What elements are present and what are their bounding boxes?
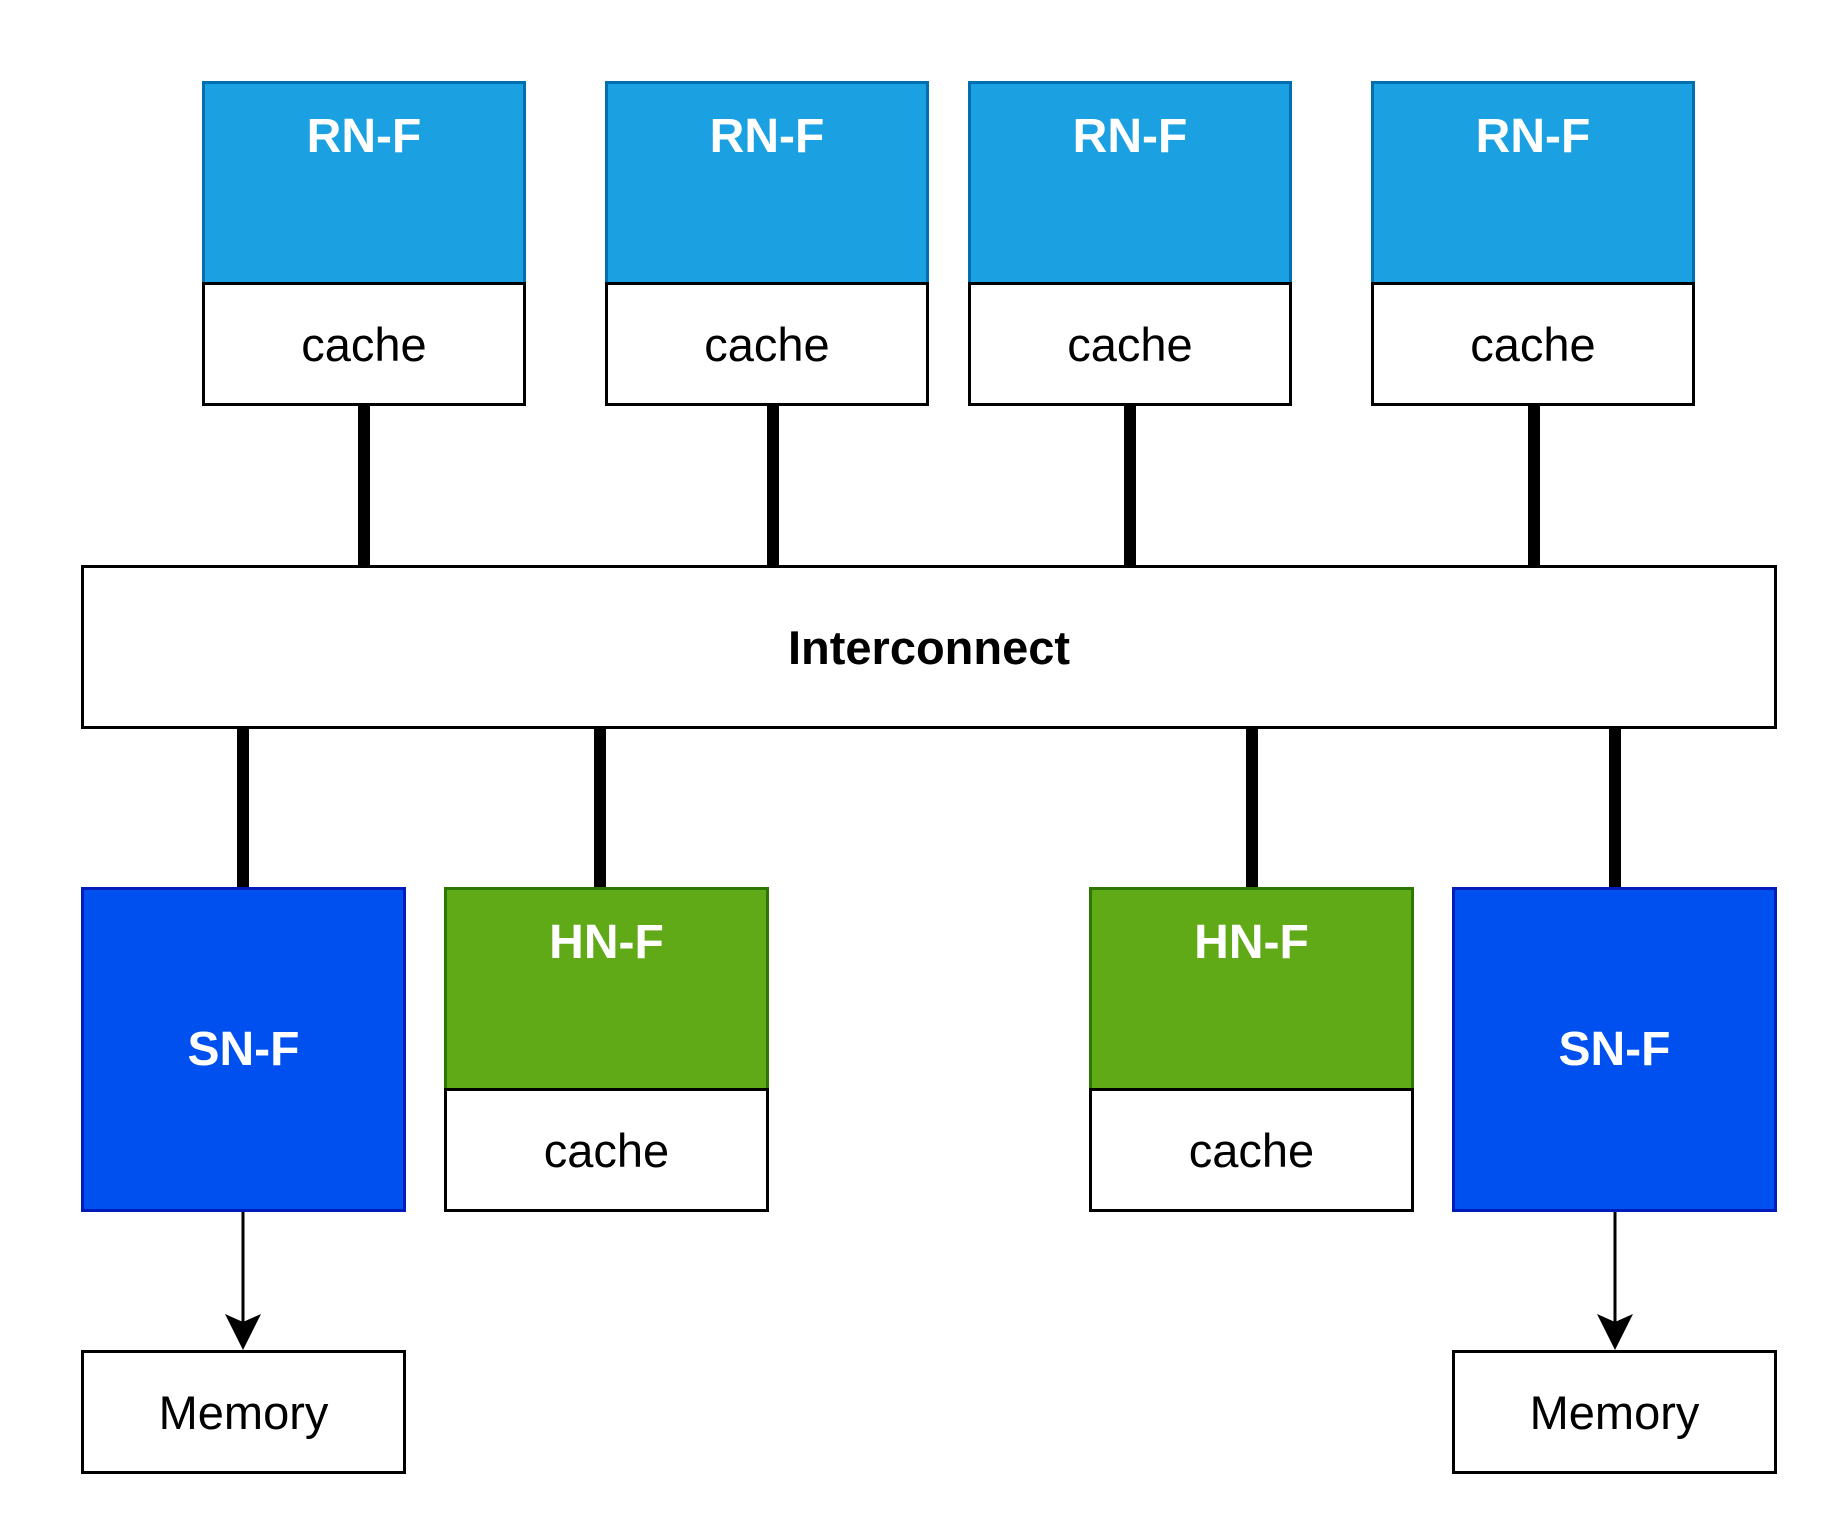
- memory-label: Memory: [158, 1385, 329, 1439]
- rn-f-cache-3[interactable]: cache: [968, 282, 1292, 406]
- sn-f-label: SN-F: [1558, 1023, 1671, 1076]
- memory-box-1[interactable]: Memory: [81, 1350, 406, 1474]
- hn-f-label: HN-F: [1194, 916, 1309, 969]
- hn-1-link: [594, 726, 606, 889]
- rn-f-cache-2[interactable]: cache: [605, 282, 929, 406]
- rn-f-node-2[interactable]: RN-F: [605, 81, 929, 285]
- rn-f-node-1[interactable]: RN-F: [202, 81, 526, 285]
- sn-f-node-2[interactable]: SN-F: [1452, 887, 1777, 1212]
- hn-f-cache-1[interactable]: cache: [444, 1088, 769, 1212]
- rn-f-node-3[interactable]: RN-F: [968, 81, 1292, 285]
- interconnect-bar[interactable]: Interconnect: [81, 565, 1777, 729]
- hn-f-node-2[interactable]: HN-F: [1089, 887, 1414, 1091]
- rn-f-cache-1[interactable]: cache: [202, 282, 526, 406]
- rn-f-cache-4[interactable]: cache: [1371, 282, 1695, 406]
- rn-3-link: [1124, 405, 1136, 567]
- cache-label: cache: [1470, 317, 1596, 371]
- interconnect-label: Interconnect: [787, 620, 1071, 674]
- memory-box-2[interactable]: Memory: [1452, 1350, 1777, 1474]
- sn-2-memory-arrowhead: [1597, 1314, 1633, 1350]
- cache-label: cache: [301, 317, 427, 371]
- rn-f-label: RN-F: [709, 110, 825, 163]
- sn-1-memory-arrowhead: [225, 1314, 261, 1350]
- cache-label: cache: [1067, 317, 1193, 371]
- cache-label: cache: [1188, 1123, 1315, 1177]
- sn-f-node-1[interactable]: SN-F: [81, 887, 406, 1212]
- hn-f-node-1[interactable]: HN-F: [444, 887, 769, 1091]
- rn-f-label: RN-F: [1475, 110, 1591, 163]
- rn-2-link: [767, 405, 779, 567]
- rn-f-label: RN-F: [1072, 110, 1188, 163]
- hn-f-label: HN-F: [549, 916, 664, 969]
- sn-f-label: SN-F: [187, 1023, 300, 1076]
- hn-2-link: [1246, 726, 1258, 889]
- rn-1-link: [358, 405, 370, 567]
- cache-label: cache: [704, 317, 830, 371]
- sn-1-link: [237, 726, 249, 889]
- rn-4-link: [1528, 405, 1540, 567]
- cache-label: cache: [543, 1123, 670, 1177]
- memory-label: Memory: [1529, 1385, 1700, 1439]
- hn-f-cache-2[interactable]: cache: [1089, 1088, 1414, 1212]
- rn-f-label: RN-F: [306, 110, 422, 163]
- sn-2-link: [1609, 726, 1621, 889]
